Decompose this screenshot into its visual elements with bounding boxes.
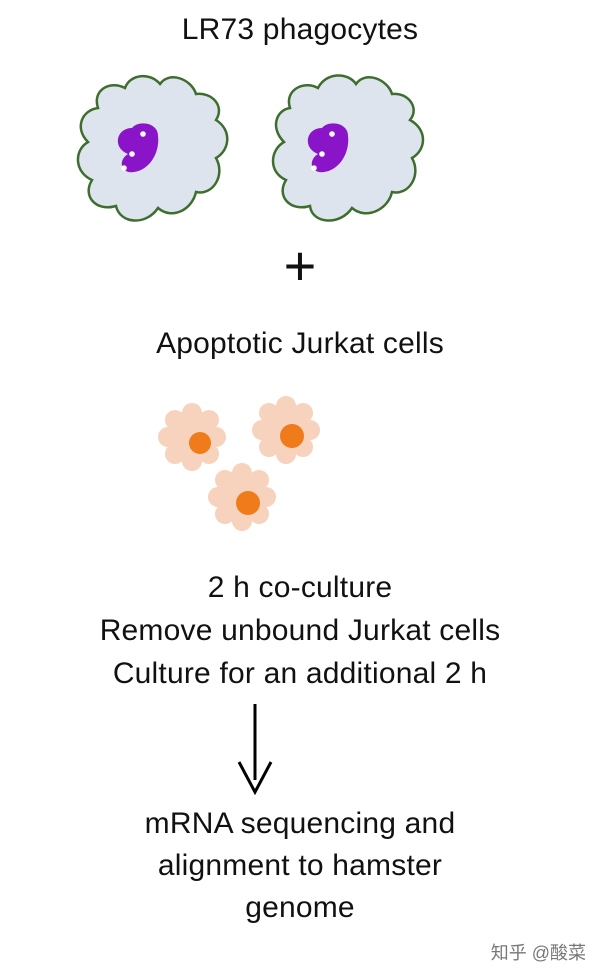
step-additional-culture: Culture for an additional 2 h xyxy=(112,657,488,690)
jurkat-cells-illustration xyxy=(158,396,320,531)
jurkat-cell-2 xyxy=(252,396,320,464)
jurkat-cell-3 xyxy=(208,463,276,531)
plus-sign: + xyxy=(283,234,317,297)
phagocyte-cell-left xyxy=(76,75,229,222)
watermark: 知乎 @酸菜 xyxy=(490,943,586,963)
phagocyte-cell-right xyxy=(271,74,425,222)
phagocyte-nucleus-left xyxy=(117,123,159,173)
result-line-2: alignment to hamster xyxy=(157,849,443,882)
down-arrow xyxy=(237,704,273,796)
jurkat-cell-1 xyxy=(158,403,226,471)
step-co-culture: 2 h co-culture xyxy=(207,571,393,604)
result-line-3: genome xyxy=(245,891,355,924)
phagocytes-label: LR73 phagocytes xyxy=(181,13,419,46)
step-remove-unbound: Remove unbound Jurkat cells xyxy=(99,614,501,647)
result-line-1: mRNA sequencing and xyxy=(144,807,456,840)
apoptotic-jurkat-label: Apoptotic Jurkat cells xyxy=(156,327,444,360)
phagocytes-illustration xyxy=(76,74,425,222)
phagocyte-nucleus-right xyxy=(307,123,349,173)
